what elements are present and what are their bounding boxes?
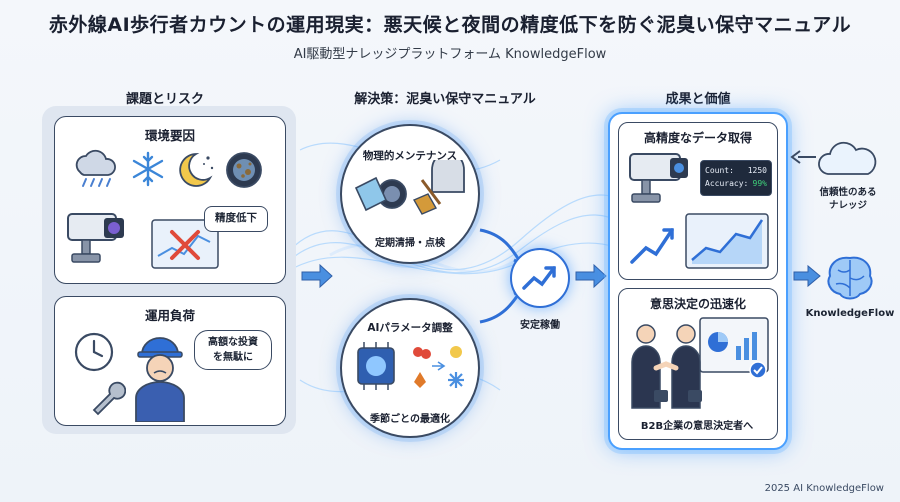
operation-load-card-title: 運用負荷: [144, 308, 195, 323]
uptrend-icon: [522, 266, 556, 290]
maintenance-title: 物理的メンテナンス: [362, 150, 458, 162]
high-accuracy-title: 高精度なデータ取得: [643, 131, 752, 145]
count-row: Count: 1250: [705, 166, 767, 175]
moon-icon: [179, 153, 214, 187]
wasted-investment-line2: を無駄に: [213, 352, 253, 363]
accuracy-label: Accuracy:: [705, 179, 749, 188]
accuracy-row: Accuracy: 99%: [705, 179, 767, 188]
growth-charts-icon: [630, 213, 769, 269]
declining-chart-icon: [151, 219, 219, 269]
arrow-middle-to-right: [575, 263, 607, 289]
maintenance-caption: 定期清掃・点検: [375, 238, 445, 249]
infrared-camera-icon: [629, 153, 688, 203]
stable-operation-label: 安定稼働: [520, 320, 560, 331]
reliable-knowledge-line1: 信頼性のある: [819, 187, 877, 198]
arrow-panel-to-brain: [793, 264, 821, 288]
arrow-left-to-middle: [301, 263, 333, 289]
knowledgeflow-label: KnowledgeFlow: [805, 308, 895, 319]
accuracy-value: 99%: [752, 179, 767, 188]
reliable-knowledge-line2: ナレッジ: [828, 200, 867, 211]
arrow-cloud-to-panel: [790, 150, 816, 164]
b2b-caption: B2B企業の意思決定者へ: [640, 421, 754, 432]
faster-decision-title: 意思決定の迅速化: [649, 297, 746, 311]
count-label: Count:: [705, 166, 734, 175]
reliable-knowledge-label: 信頼性のある ナレッジ: [800, 186, 896, 212]
environment-card-title: 環境要因: [144, 128, 195, 143]
worker-icon: [135, 337, 185, 422]
right-column-heading: 成果と価値: [665, 92, 731, 107]
middle-column-heading: 解決策：泥臭い保守マニュアル: [354, 92, 536, 107]
wasted-investment-line1: 高額な投資: [208, 337, 258, 348]
accuracy-drop-bubble: 精度低下: [204, 206, 268, 232]
page-title: 赤外線AI歩行者カウントの運用現実：悪天候と夜間の精度低下を防ぐ泥臭い保守マニュ…: [48, 14, 852, 36]
knowledge-cloud-icon: [818, 141, 877, 175]
wasted-investment-bubble: 高額な投資 を無駄に: [194, 330, 272, 370]
cleaning-tools-icon: [354, 160, 465, 215]
ai-tuning-title: AIパラメータ調整: [367, 322, 453, 334]
ai-chip-seasons-icon: [357, 342, 464, 390]
wrench-icon: [92, 381, 126, 416]
dirty-lens-icon: [226, 152, 262, 188]
snowflake-icon: [132, 151, 164, 187]
rain-cloud-icon: [75, 149, 116, 187]
footer-copyright: 2025 AI KnowledgeFlow: [764, 483, 884, 494]
counter-display: Count: 1250 Accuracy: 99%: [700, 160, 772, 196]
count-value: 1250: [747, 166, 767, 175]
clock-icon: [74, 332, 114, 372]
left-column-heading: 課題とリスク: [125, 92, 204, 107]
page-subtitle: AI駆動型ナレッジプラットフォーム KnowledgeFlow: [293, 47, 607, 62]
stable-operation-badge: [510, 248, 570, 308]
handshake-dashboard-icon: [631, 317, 769, 409]
brain-icon: [827, 256, 873, 300]
camera-icon: [67, 213, 124, 263]
ai-tuning-caption: 季節ごとの最適化: [370, 414, 450, 425]
